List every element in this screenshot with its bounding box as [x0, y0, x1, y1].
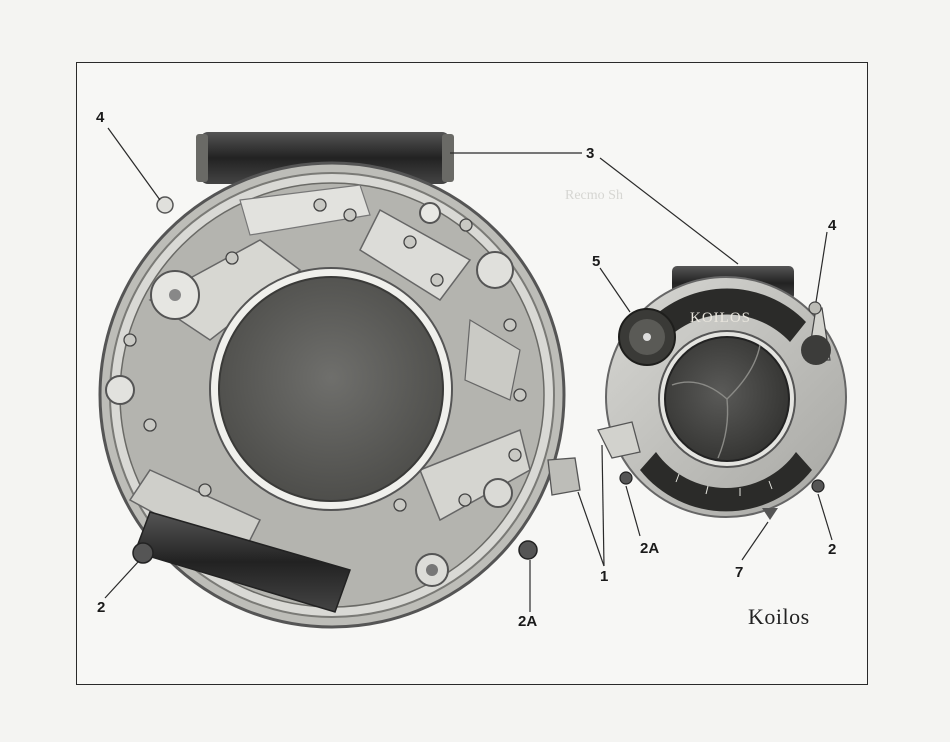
callout-7: 7 [735, 564, 744, 581]
figure-caption: Koilos [748, 604, 810, 629]
callout-2a-left: 2A [518, 613, 538, 630]
right-shutter-front: KOILOS [597, 266, 847, 520]
leader-lines [104, 127, 833, 612]
callout-2-left: 2 [97, 599, 106, 616]
brand-engraving: KOILOS [690, 310, 751, 326]
callout-4-left: 4 [96, 109, 105, 126]
callout-2-right: 2 [828, 541, 837, 558]
callout-2a-right: 2A [640, 540, 660, 557]
callout-3: 3 [586, 145, 595, 162]
callout-4-right: 4 [828, 217, 837, 234]
left-shutter-mechanism [98, 132, 581, 629]
faint-bleed-through-text: Recmo Sh [565, 188, 623, 203]
callout-1: 1 [600, 568, 609, 585]
callout-5: 5 [592, 253, 601, 270]
